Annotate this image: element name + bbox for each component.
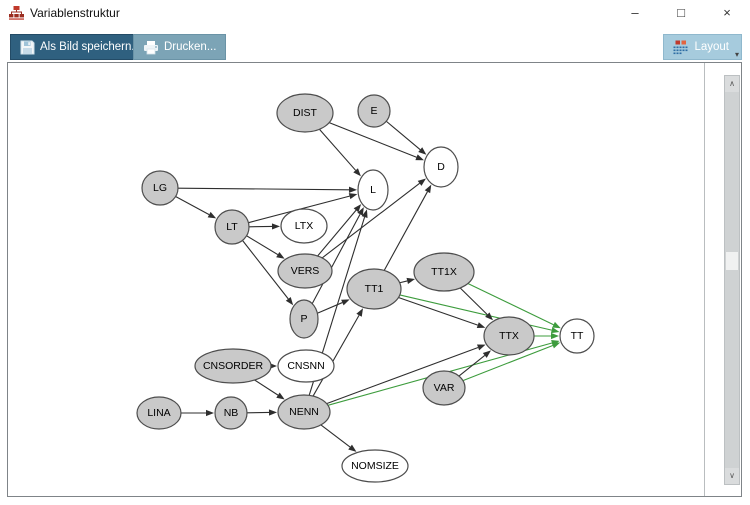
scrollbar-thumb[interactable] — [726, 252, 738, 270]
edge-TT1X-TTX — [459, 287, 494, 321]
toolbar: Als Bild speichern... Drucken... — [0, 32, 750, 62]
edge-DIST-L — [318, 128, 361, 177]
node-LTX[interactable]: LTX — [280, 208, 328, 244]
edge-TT1-TT1X — [399, 277, 416, 284]
node-label-L: L — [370, 184, 376, 196]
edge-LG-L — [177, 186, 358, 193]
canvas-right-separator — [704, 63, 705, 496]
window-title: Variablenstruktur — [30, 6, 120, 20]
node-label-DIST: DIST — [293, 107, 318, 119]
print-button[interactable]: Drucken... — [133, 34, 227, 60]
node-NB[interactable]: NB — [214, 396, 248, 430]
edge-P-L — [311, 207, 364, 304]
close-button[interactable]: × — [723, 5, 731, 20]
node-label-VAR: VAR — [434, 382, 455, 394]
edge-DIST-D — [328, 122, 424, 161]
node-label-CNSORDER: CNSORDER — [203, 360, 264, 372]
node-label-E: E — [370, 105, 377, 117]
node-CNSNN[interactable]: CNSNN — [277, 349, 335, 383]
edge-E-D — [385, 120, 427, 155]
scroll-down-button[interactable]: ∨ — [725, 468, 739, 484]
edge-LINA-NB — [181, 409, 214, 417]
node-VERS[interactable]: VERS — [277, 253, 333, 289]
edge-LT-LTX — [248, 223, 281, 230]
node-label-NENN: NENN — [289, 406, 319, 418]
edge-NENN-TT1 — [312, 308, 364, 397]
edge-VAR-TTX — [458, 350, 492, 377]
title-bar: Variablenstruktur – □ × — [0, 0, 750, 26]
node-TT1X[interactable]: TT1X — [413, 252, 475, 292]
save-as-image-label: Als Bild speichern... — [40, 41, 141, 53]
node-D[interactable]: D — [423, 146, 459, 188]
edge-VAR-TT — [462, 342, 561, 382]
print-label: Drucken... — [164, 41, 217, 53]
node-label-NB: NB — [224, 407, 239, 419]
edge-NB-NENN — [246, 409, 278, 416]
node-DIST[interactable]: DIST — [276, 93, 334, 133]
edge-TT1-TTX — [398, 296, 486, 329]
edge-NENN-TTX — [326, 344, 486, 405]
node-NENN[interactable]: NENN — [277, 394, 331, 430]
node-VAR[interactable]: VAR — [422, 370, 466, 406]
node-label-NOMSIZE: NOMSIZE — [351, 460, 399, 472]
layout-label: Layout — [694, 41, 729, 53]
edge-NENN-NOMSIZE — [320, 424, 357, 452]
node-label-CNSNN: CNSNN — [287, 360, 324, 372]
layout-button[interactable]: Layout ▾ — [663, 34, 742, 60]
edge-TTX-TT — [534, 332, 559, 340]
node-P[interactable]: P — [289, 299, 319, 339]
edge-TT1X-TT — [467, 282, 561, 329]
layout-dropdown-caret: ▾ — [734, 50, 739, 59]
node-label-TT1: TT1 — [365, 283, 384, 295]
floppy-disk-icon — [20, 40, 35, 54]
node-label-LINA: LINA — [147, 407, 170, 419]
node-TTX[interactable]: TTX — [483, 316, 535, 356]
edge-P-TT1 — [317, 299, 350, 314]
node-label-TT: TT — [571, 330, 584, 342]
edge-LT-VERS — [246, 235, 285, 259]
edge-CNSORDER-NENN — [254, 379, 285, 400]
edge-LG-LT — [175, 195, 217, 219]
node-label-VERS: VERS — [291, 265, 320, 277]
node-NOMSIZE[interactable]: NOMSIZE — [341, 449, 409, 483]
app-hierarchy-icon — [9, 6, 24, 20]
node-E[interactable]: E — [357, 94, 391, 128]
node-TT1[interactable]: TT1 — [346, 268, 402, 310]
variable-structure-graph: DIST E D LG L LT LTX VERS TT1 TT1X P TTX TT CNSORDER C… — [136, 93, 595, 483]
layout-icon — [673, 40, 688, 54]
node-LG[interactable]: LG — [141, 170, 179, 206]
node-LT[interactable]: LT — [214, 209, 250, 245]
printer-icon — [144, 40, 158, 54]
edge-LT-P — [242, 240, 294, 306]
node-label-D: D — [437, 161, 445, 173]
vertical-scrollbar[interactable]: ∧ ∨ — [724, 75, 740, 485]
minimize-button[interactable]: – — [631, 5, 639, 20]
save-as-image-button[interactable]: Als Bild speichern... — [10, 34, 151, 60]
node-label-TTX: TTX — [499, 330, 519, 342]
graph-canvas: DIST E D LG L LT LTX VERS TT1 TT1X P TTX TT CNSORDER C… — [7, 62, 742, 497]
scroll-up-button[interactable]: ∧ — [725, 76, 739, 92]
node-L[interactable]: L — [357, 169, 389, 211]
edge-VERS-L — [317, 204, 362, 257]
node-label-LG: LG — [153, 182, 167, 194]
edge-TT1-D — [383, 184, 432, 271]
node-label-P: P — [300, 313, 307, 325]
edge-VERS-D — [321, 178, 426, 259]
maximize-button[interactable]: □ — [677, 5, 685, 20]
node-CNSORDER[interactable]: CNSORDER — [194, 348, 272, 384]
node-TT[interactable]: TT — [559, 318, 595, 354]
node-label-LTX: LTX — [295, 220, 313, 232]
node-label-TT1X: TT1X — [431, 266, 457, 278]
node-label-LT: LT — [226, 221, 238, 233]
node-LINA[interactable]: LINA — [136, 396, 182, 430]
